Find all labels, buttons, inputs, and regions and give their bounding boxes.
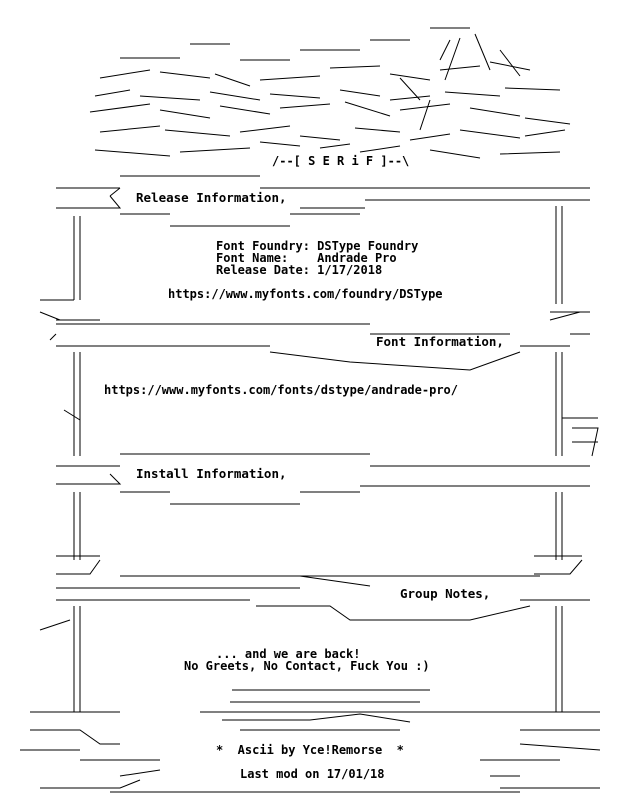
install-information-heading: Install Information, (136, 466, 287, 481)
font-side-rails (63, 352, 599, 457)
release-date: Release Date: 1/17/2018 (216, 263, 383, 277)
release-font-name: Font Name: Andrade Pro (216, 251, 397, 265)
font-header-border (49, 323, 590, 371)
font-information-heading: Font Information, (376, 334, 504, 349)
footer-logo-art (20, 689, 601, 793)
install-side-rails (56, 492, 583, 575)
ascii-credit: * Ascii by Yce!Remorse * (216, 743, 404, 757)
install-header-border (56, 453, 590, 505)
release-information-heading: Release Information, (136, 190, 287, 205)
group-side-rails (39, 606, 563, 712)
release-font-foundry: Font Foundry: DSType Foundry (216, 239, 419, 253)
group-notes-heading: Group Notes, (400, 586, 491, 601)
group-notes-line-2: No Greets, No Contact, Fuck You :) (184, 659, 430, 673)
serif-logo-art (89, 27, 571, 159)
last-modified: Last mod on 17/01/18 (240, 767, 385, 781)
release-foundry-url: https://www.myfonts.com/foundry/DSType (168, 287, 443, 301)
group-header-border (56, 575, 590, 621)
font-info-url: https://www.myfonts.com/fonts/dstype/and… (104, 383, 459, 397)
release-header-border (56, 175, 590, 227)
serif-tagline: /--[ S E R i F ]--\ (272, 154, 410, 168)
group-notes-line-1: ... and we are back! (216, 647, 361, 661)
release-side-rails (39, 206, 590, 321)
